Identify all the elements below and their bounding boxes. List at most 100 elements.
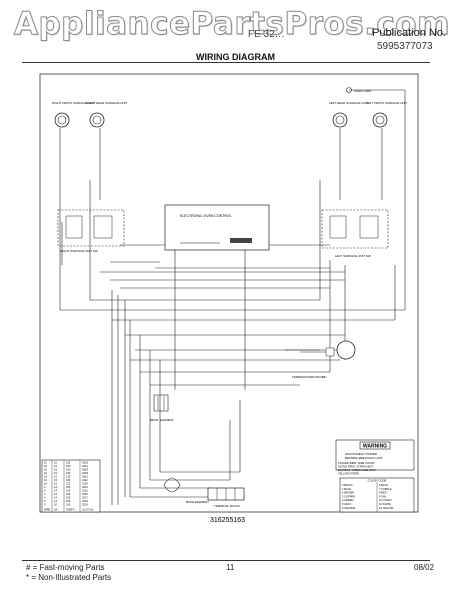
right-switch-label: RIGHT SURFACE UNIT SW — [60, 249, 98, 253]
temperature-probe: TEMPERATURE PROBE — [292, 340, 356, 379]
broil-label: BROIL ELEMENT — [150, 418, 174, 422]
color-code-entry: 6 BLUE — [379, 483, 388, 487]
wire-table-header: WIRE — [44, 509, 51, 512]
drawing-number: 316255163 — [210, 517, 245, 524]
color-code-entry: 3 COPPER — [342, 494, 355, 498]
wire-table-cell: 3217 — [82, 496, 88, 500]
bake-element: BAKE ELEMENT — [163, 477, 209, 504]
wire-table-cell: 3218 — [82, 499, 88, 503]
wire-table-cell: 4 — [44, 496, 46, 500]
publication-label: Publication No. — [372, 27, 446, 39]
color-code-entry: 2 BROWN — [342, 491, 354, 495]
wire-table-cell: 15 — [54, 464, 57, 468]
wire-table-cell: 4 — [44, 485, 46, 489]
wire-table-cell: 3219 — [82, 503, 88, 507]
wire-table-cell: 15 — [54, 461, 57, 465]
wire-table-cell: 105 — [66, 485, 71, 489]
terminal-block: TERMINAL BLOCK — [207, 487, 245, 508]
wire-table-cell: 10 — [44, 471, 47, 475]
rr-unit-label: RIGHT REAR SURFACE UNIT — [86, 101, 127, 105]
color-code-entry: 4 GREEN — [342, 498, 354, 502]
warning-line-1: DISCONNECT POWER — [345, 452, 378, 456]
electronic-oven-control: ELECTRONIC OVEN CONTROL — [164, 204, 270, 251]
warning-note-1: TRACER WIRE: WIRE COLOR — [338, 461, 374, 465]
wire-table-cell: 15 — [54, 482, 57, 486]
terminal-block-label: TERMINAL BLOCK — [214, 504, 240, 508]
wire-table-cell: 10 — [44, 464, 47, 468]
right-rear-surface-unit: RIGHT REAR SURFACE UNIT — [86, 101, 127, 128]
header-rule — [22, 62, 430, 63]
wire-table-cell: 15 — [54, 478, 57, 482]
left-switch-label: LEFT SURFACE UNIT SW — [335, 254, 371, 258]
warning-note-4: YELLOW STRIPE. — [338, 472, 360, 476]
wire-table-cell: A003 — [82, 471, 89, 475]
wire-table-cell: 10 — [44, 475, 47, 479]
color-code-title: COLOR CODE — [368, 479, 387, 483]
revision-date: 08/02 — [414, 563, 435, 572]
wire-table-header: UL STYLE — [82, 509, 94, 512]
right-front-surface-unit: RIGHT FRONT SURFACE UNIT — [52, 101, 95, 128]
warning-line-2: BEFORE SERVICING UNIT. — [345, 456, 383, 460]
watermark-logo: AppliancePartsPros.com — [14, 6, 450, 43]
wire-table-cell: 10 — [44, 461, 47, 465]
wire-table-cell: 14 — [54, 496, 57, 500]
wire-table-cell: 105 — [66, 492, 71, 496]
color-code-entry: 8 RED — [379, 491, 387, 495]
color-code-entry: 6 ORANGE — [342, 506, 356, 510]
wire-table-cell: 125 — [66, 478, 71, 482]
wire-table-cell: A011 — [82, 464, 88, 468]
wire-table-cell: A003 — [82, 468, 89, 472]
color-code-entry: 10 VIOLET — [379, 498, 392, 502]
non-illustrated-legend: * = Non-Illustrated Parts — [26, 573, 112, 582]
wire-table-cell: 10 — [44, 468, 47, 472]
wire-table-cell: 150 — [66, 464, 71, 468]
publication-number: 5995377073 — [377, 41, 433, 52]
wire-table-cell: 15 — [54, 468, 57, 472]
wire-table-cell: 125 — [66, 482, 71, 486]
color-code-entry: 7 PURPLE — [379, 487, 392, 491]
wire-table-cell: 4 — [44, 492, 46, 496]
color-code-entry: 9 TAN — [379, 494, 386, 498]
color-code-entry: 5 GRAY — [342, 502, 352, 506]
warning-title: WARNING — [363, 444, 387, 450]
right-surface-unit-switch: RIGHT SURFACE UNIT SW — [57, 209, 125, 253]
color-code-entry: 11 WHITE — [379, 502, 391, 506]
color-code-entry: 1 BLUE — [342, 487, 351, 491]
oven-lamp-label: OVEN LAMP — [354, 89, 372, 93]
left-rear-surface-unit: LEFT REAR SURFACE UNIT — [329, 101, 368, 128]
diagram-frame — [39, 73, 419, 513]
broil-element: BROIL ELEMENT — [150, 394, 174, 422]
wire-table-cell: 3214 — [82, 485, 88, 489]
wire-table-cell: 3112 — [82, 478, 88, 482]
page-number: 11 — [226, 563, 235, 572]
wire-table-cell: 20 — [54, 503, 57, 507]
wire-table-cell: 3215 — [82, 489, 88, 493]
wire-table-cell: A012 — [82, 475, 89, 479]
wire-table-cell: 150 — [66, 461, 71, 465]
wire-table-cell: 10 — [44, 482, 47, 486]
control-label: ELECTRONIC OVEN CONTROL — [180, 214, 232, 218]
fast-moving-legend: # = Fast-moving Parts — [26, 563, 105, 572]
wire-table-cell: 4 — [44, 499, 46, 503]
wire-table-cell: 150 — [66, 468, 71, 472]
lr-unit-label: LEFT REAR SURFACE UNIT — [329, 101, 368, 105]
wire-table-cell: 3 — [44, 503, 46, 507]
wire-table-cell: A001 — [82, 461, 89, 465]
wire-table-cell: 15 — [54, 471, 57, 475]
diagram-title: WIRING DIAGRAM — [196, 52, 275, 62]
model-number: FE 32… — [248, 29, 285, 40]
color-code-entry: 0 BLACK — [342, 483, 353, 487]
lf-unit-label: LEFT FRONT SURFACE UNIT — [366, 101, 407, 105]
temp-probe-label: TEMPERATURE PROBE — [292, 375, 326, 379]
wire-table-cell: 14 — [54, 492, 57, 496]
wire-table-cell: 4 — [44, 489, 46, 493]
left-front-surface-unit: LEFT FRONT SURFACE UNIT — [366, 101, 407, 128]
wire-table-cell: 14 — [54, 489, 57, 493]
wire-table-cell: 105 — [66, 489, 71, 493]
color-code-entry: 12 YELLOW — [379, 506, 394, 510]
oven-lamp: OVEN LAMP — [346, 87, 372, 93]
bake-label: BAKE ELEMENT — [186, 500, 209, 504]
warning-box: WARNING DISCONNECT POWER BEFORE SERVICIN… — [335, 439, 415, 476]
